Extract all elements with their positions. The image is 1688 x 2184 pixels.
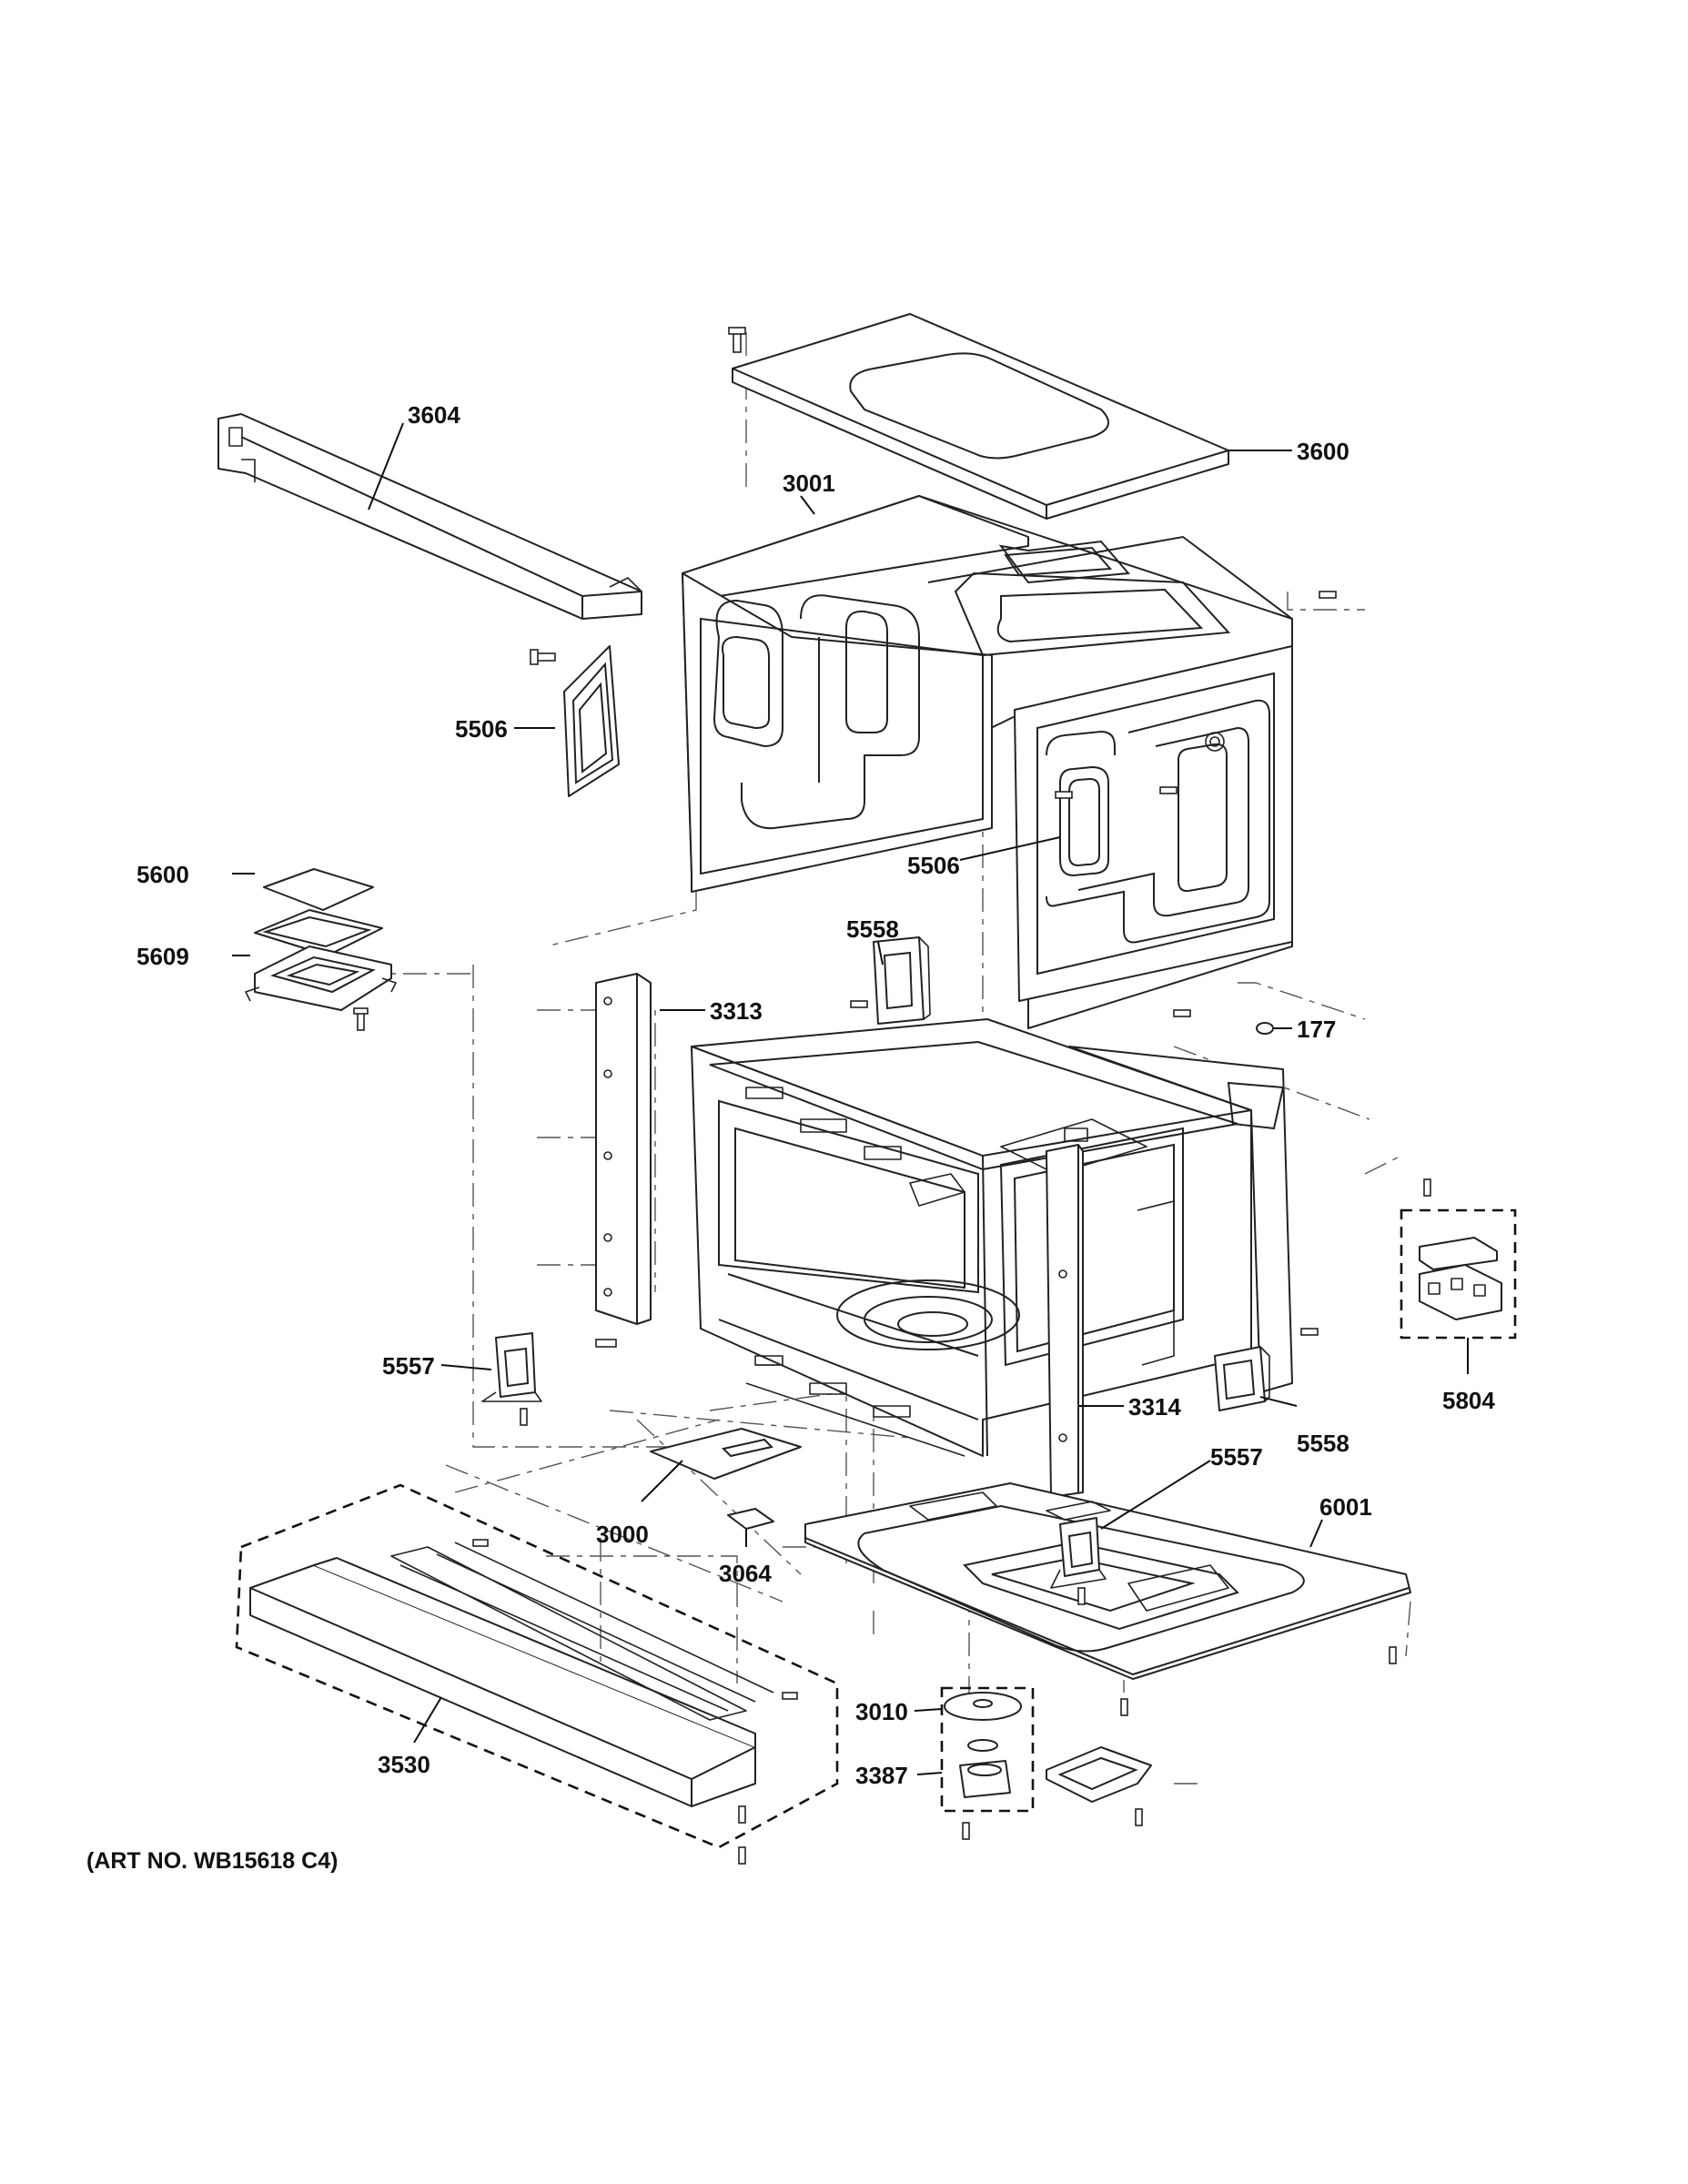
bracket-5558-upper	[850, 936, 931, 1025]
label-3064: 3064	[719, 1560, 772, 1587]
label-3313: 3313	[710, 997, 763, 1025]
screw-icon	[1077, 1587, 1397, 1716]
label-5557-left: 5557	[382, 1352, 435, 1380]
label-3000: 3000	[596, 1521, 649, 1548]
screw-icon	[728, 327, 746, 353]
bracket-5557-left	[481, 1332, 542, 1426]
label-3387: 3387	[855, 1762, 908, 1789]
cabinet-right-side-panel	[1014, 645, 1293, 1002]
right-bracket-3314	[1046, 1144, 1084, 1498]
bracket-5557-lower	[1050, 1517, 1107, 1589]
turntable-motor-group-3387	[940, 1686, 1035, 1840]
label-5506-right: 5506	[907, 852, 960, 879]
label-5558-lower: 5558	[1297, 1430, 1349, 1457]
nut-177	[1256, 1022, 1274, 1035]
label-3600: 3600	[1297, 438, 1349, 465]
top-cover-3600	[728, 313, 1229, 520]
label-177: 177	[1297, 1016, 1336, 1043]
label-3604: 3604	[408, 401, 460, 429]
label-5804: 5804	[1442, 1387, 1495, 1414]
pad-3064	[727, 1508, 774, 1530]
label-6001: 6001	[1319, 1493, 1372, 1521]
terminal-block-group-5804	[1400, 1178, 1517, 1340]
leader-lines	[232, 422, 1469, 1775]
bracket-plate-right	[1046, 1746, 1152, 1826]
screw-icon	[530, 649, 556, 665]
left-bracket-3313	[595, 973, 652, 1348]
front-rail-group-3530	[235, 1483, 839, 1865]
cover-plate-3000	[650, 1428, 802, 1480]
gasket-plate-5506-left	[530, 645, 620, 797]
label-3010: 3010	[855, 1698, 908, 1725]
label-5600: 5600	[136, 861, 189, 888]
screw-icon	[1055, 591, 1337, 1336]
waveguide-cover-5600	[254, 868, 383, 956]
art-number-caption: (ART NO. WB15618 C4)	[86, 1848, 338, 1874]
base-plate-6001	[804, 1482, 1411, 1680]
part-labels: 3604 3600 3001 5506 5506 5600 5609 5558 …	[136, 401, 1495, 1789]
label-5609: 5609	[136, 943, 189, 970]
label-3314: 3314	[1128, 1393, 1181, 1421]
label-5558-upper: 5558	[846, 915, 899, 943]
label-5557-lower: 5557	[1210, 1443, 1263, 1471]
top-rail-3604	[217, 413, 642, 620]
screw-icon	[353, 1007, 369, 1031]
frame-assembly-5609	[245, 945, 397, 1031]
oven-cavity	[691, 1018, 1252, 1457]
label-3530: 3530	[378, 1751, 430, 1778]
screw-icon	[595, 1339, 617, 1348]
bracket-5558-lower	[1214, 1346, 1270, 1411]
label-3001: 3001	[783, 470, 835, 497]
label-5506-left: 5506	[455, 715, 508, 743]
